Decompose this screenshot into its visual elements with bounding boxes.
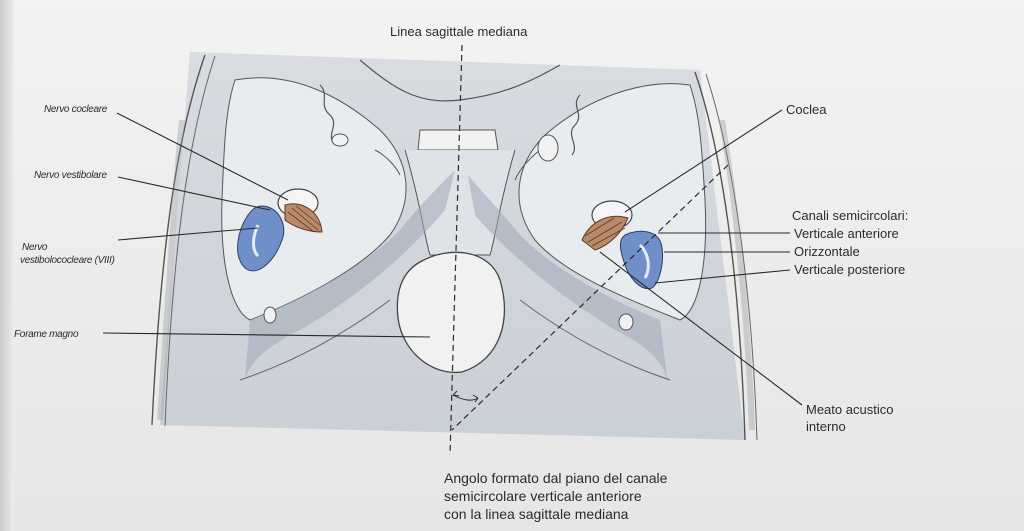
inner-ear-right: [581, 200, 663, 290]
label-nervo-vestibolare: Nervo vestibolare: [34, 170, 107, 181]
label-linea-sagittale: Linea sagittale mediana: [390, 24, 528, 39]
median-sagittal-line: [449, 44, 463, 456]
label-verticale-posteriore: Verticale posteriore: [794, 262, 906, 277]
skull-wall-left: [151, 54, 206, 426]
caption-line-2: semicircolare verticale anteriore: [444, 488, 642, 504]
label-orizzontale: Orizzontale: [794, 244, 860, 259]
label-nervo-vestibolococleare-1: Nervo: [22, 242, 48, 253]
label-meato-acustico-1: Meato acustico: [806, 402, 894, 417]
angle-arc: [452, 394, 479, 401]
caption-line-1: Angolo formato dal piano del canale: [444, 470, 668, 486]
label-meato-acustico-2: interno: [806, 419, 846, 434]
foramen-magnum: [396, 251, 506, 374]
leader-lines-right: [599, 109, 803, 406]
label-verticale-anteriore: Verticale anteriore: [794, 226, 899, 241]
leader-lines-left: [102, 112, 431, 338]
inner-ear-left: [237, 188, 323, 272]
label-canali-semicircolari: Canali semicircolari:: [792, 208, 909, 223]
caption-line-3: con la linea sagittale mediana: [444, 506, 629, 522]
label-forame-magno: Forame magno: [14, 329, 79, 340]
label-nervo-cocleare: Nervo cocleare: [44, 104, 108, 115]
label-coclea: Coclea: [786, 102, 827, 117]
page-edge-shadow: [0, 0, 14, 531]
canal-plane-line: [451, 164, 729, 431]
label-nervo-vestibolococleare-2: vestibolococleare (VIII): [20, 255, 115, 266]
